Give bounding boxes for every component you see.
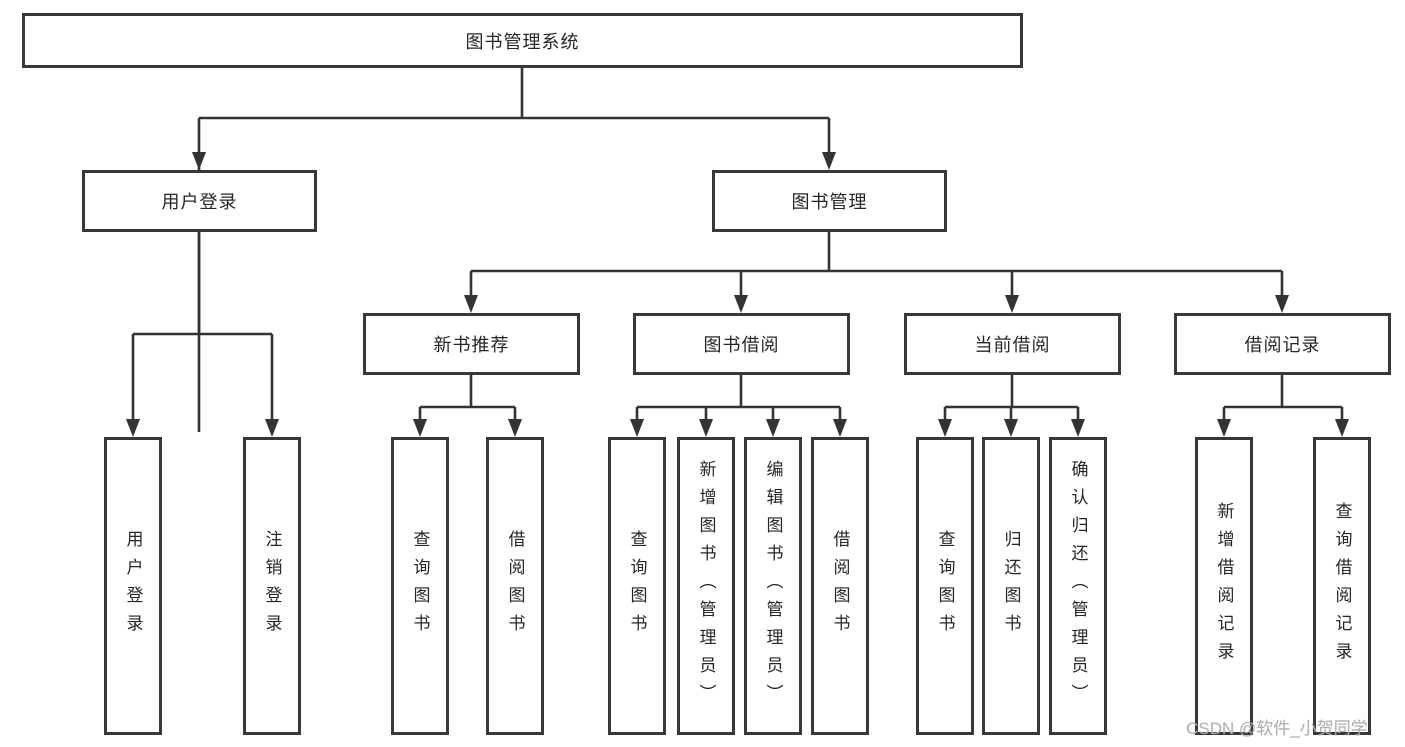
leaf-add-borrow-record-label: 新增借阅记录 (1214, 502, 1234, 670)
leaf-query-books-borrow: 查询图书 (608, 437, 666, 735)
leaf-query-books-recommend-label: 查询图书 (410, 530, 430, 642)
node-book-borrow: 图书借阅 (633, 313, 850, 375)
leaf-query-borrow-record: 查询借阅记录 (1313, 437, 1371, 735)
leaf-return-books: 归还图书 (982, 437, 1040, 735)
leaf-logout-label: 注销登录 (262, 530, 282, 642)
root-node-library-system: 图书管理系统 (22, 13, 1023, 68)
node-borrow-records: 借阅记录 (1174, 313, 1391, 375)
leaf-user-login-label: 用户登录 (123, 530, 143, 642)
leaf-return-books-label: 归还图书 (1001, 530, 1021, 642)
leaf-query-books-current: 查询图书 (916, 437, 974, 735)
leaf-edit-books-admin-label: 编辑图书（管理员） (763, 460, 783, 712)
node-current-borrow-label: 当前借阅 (974, 335, 1051, 355)
leaf-query-books-current-label: 查询图书 (935, 530, 955, 642)
leaf-confirm-return-admin: 确认归还（管理员） (1049, 437, 1107, 735)
leaf-add-borrow-record: 新增借阅记录 (1195, 437, 1253, 735)
leaf-borrow-books-label: 借阅图书 (830, 530, 850, 642)
leaf-edit-books-admin: 编辑图书（管理员） (744, 437, 802, 735)
leaf-confirm-return-admin-label: 确认归还（管理员） (1068, 460, 1088, 712)
leaf-logout: 注销登录 (243, 437, 301, 735)
leaf-borrow-books-recommend: 借阅图书 (486, 437, 544, 735)
node-user-login: 用户登录 (82, 170, 317, 232)
leaf-user-login: 用户登录 (104, 437, 162, 735)
leaf-query-borrow-record-label: 查询借阅记录 (1332, 502, 1352, 670)
node-user-login-label: 用户登录 (161, 192, 238, 212)
node-new-book-recommend: 新书推荐 (363, 313, 580, 375)
node-book-management: 图书管理 (712, 170, 947, 232)
node-current-borrow: 当前借阅 (904, 313, 1121, 375)
node-new-book-recommend-label: 新书推荐 (433, 335, 510, 355)
node-borrow-records-label: 借阅记录 (1244, 335, 1321, 355)
csdn-watermark: CSDN @软件_小贺同学 (1186, 719, 1368, 738)
root-node-label: 图书管理系统 (465, 31, 580, 52)
leaf-add-books-admin: 新增图书（管理员） (677, 437, 735, 735)
leaf-add-books-admin-label: 新增图书（管理员） (696, 460, 716, 712)
leaf-query-books-borrow-label: 查询图书 (627, 530, 647, 642)
leaf-borrow-books-recommend-label: 借阅图书 (505, 530, 525, 642)
node-book-management-label: 图书管理 (791, 192, 868, 212)
leaf-borrow-books: 借阅图书 (811, 437, 869, 735)
leaf-query-books-recommend: 查询图书 (391, 437, 449, 735)
node-book-borrow-label: 图书借阅 (703, 335, 780, 355)
